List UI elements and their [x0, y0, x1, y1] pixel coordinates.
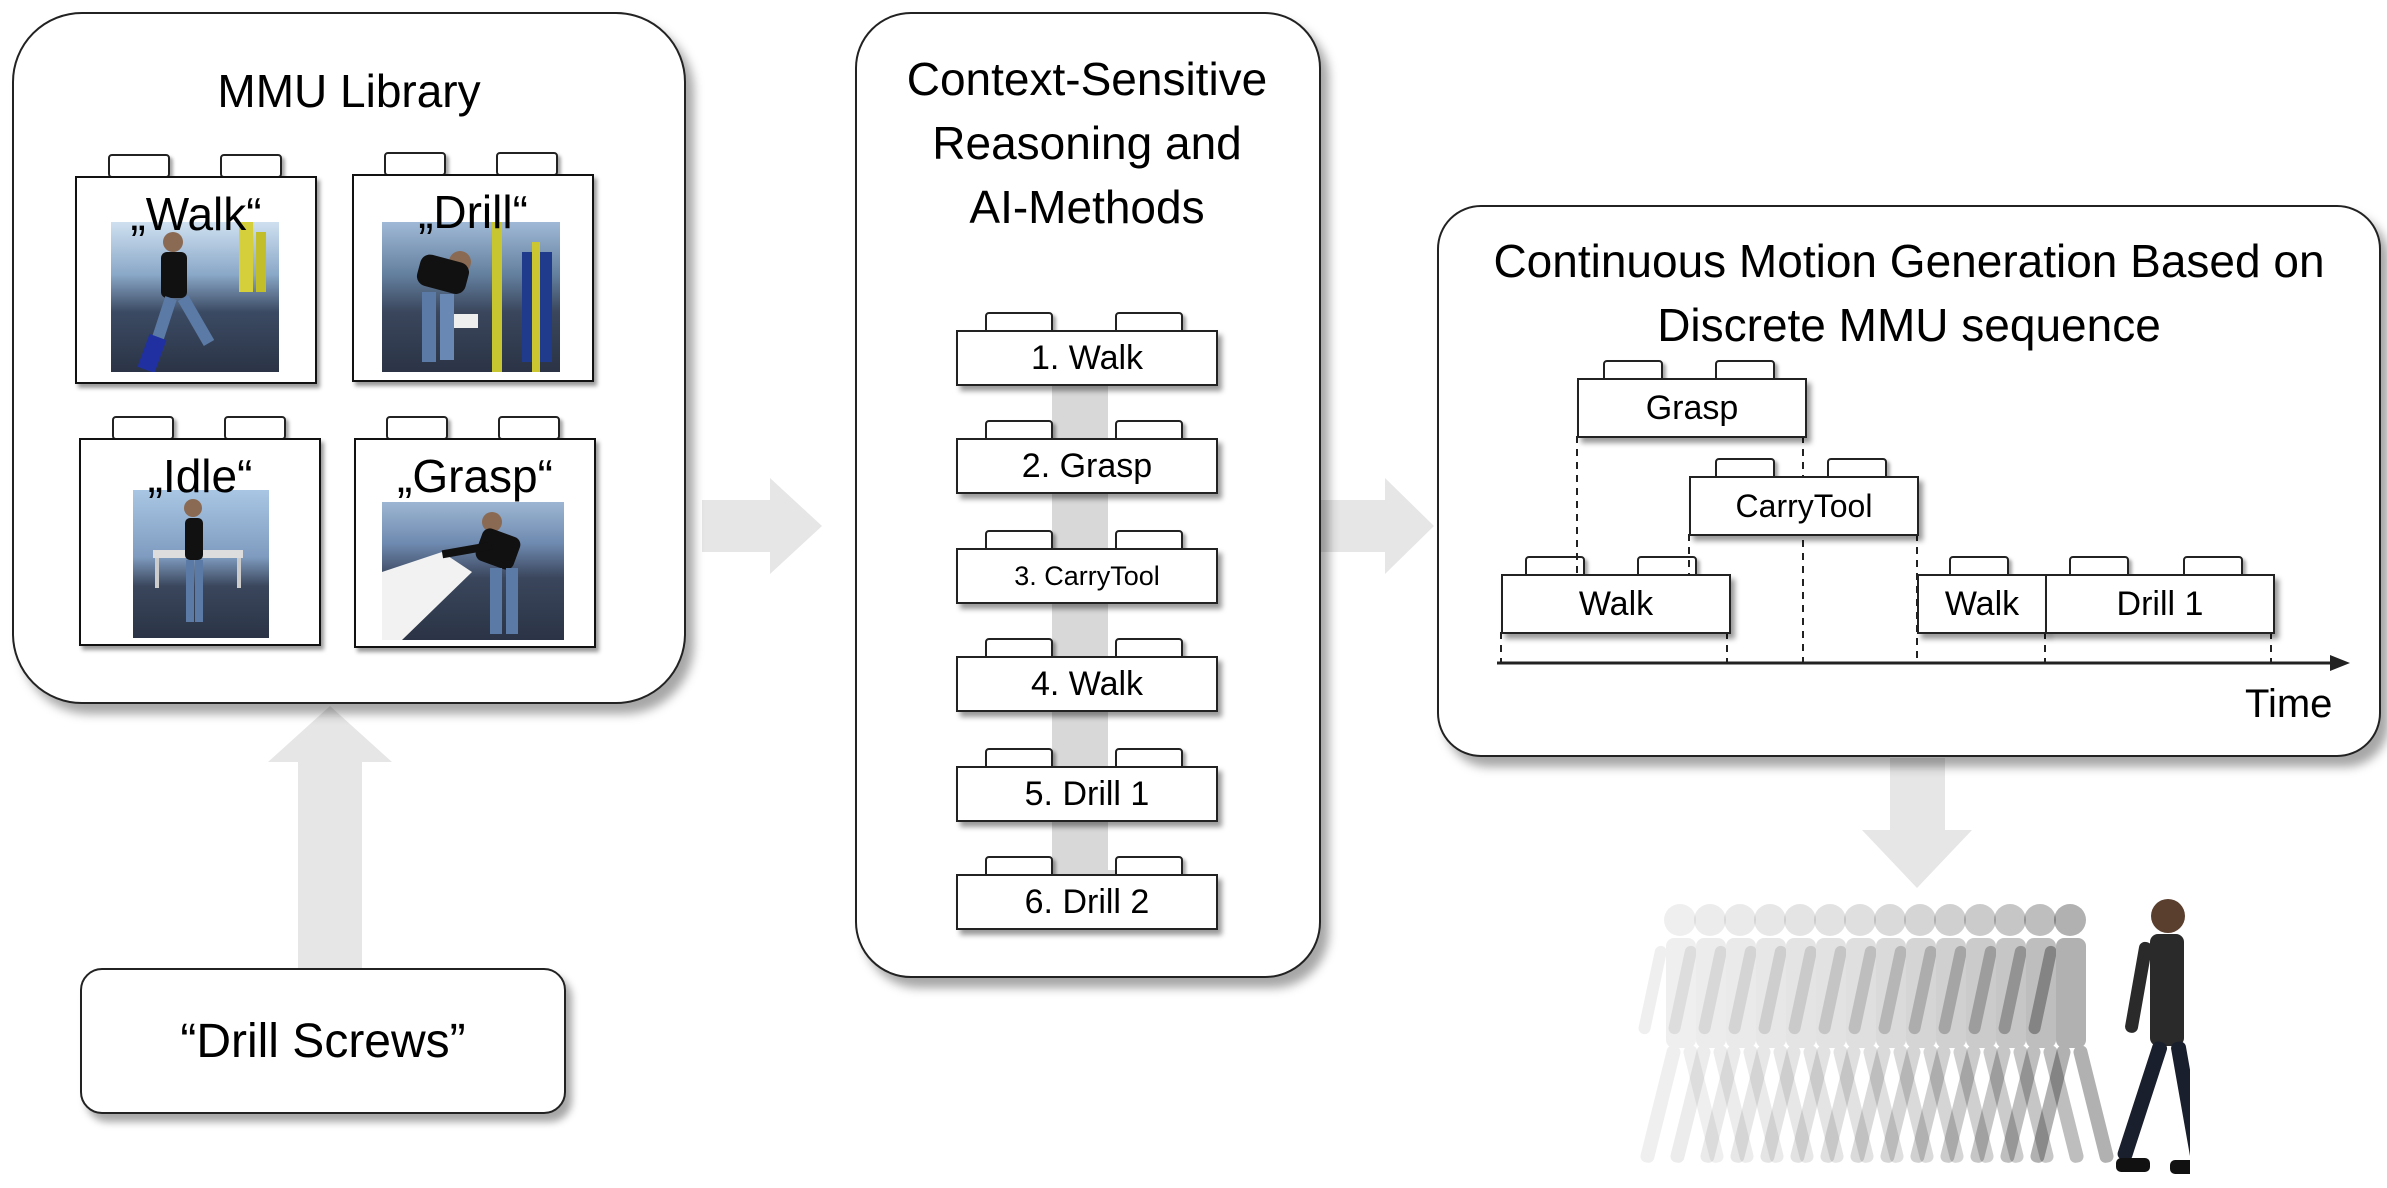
arrow-library-to-reasoning	[702, 478, 822, 574]
walker-figure-icon	[2116, 899, 2190, 1174]
grasp-thumbnail	[382, 502, 564, 640]
arrow-input-to-library	[268, 706, 392, 968]
time-axis-label: Time	[2245, 682, 2333, 726]
input-task-label: “Drill Screws”	[180, 1014, 466, 1068]
walk-label: „Walk“	[130, 188, 262, 240]
step-drill-1[interactable]: 5. Drill 1	[956, 766, 1218, 822]
step-label: 5. Drill 1	[1024, 774, 1150, 813]
step-label: 3. CarryTool	[1014, 560, 1160, 591]
timeline-drill-1[interactable]: Drill 1	[2045, 574, 2275, 634]
timeline-walk-2[interactable]: Walk	[1917, 574, 2047, 634]
walk-thumbnail	[111, 222, 279, 372]
grasp-label: „Grasp“	[397, 450, 553, 502]
timeline-carrytool[interactable]: CarryTool	[1689, 476, 1919, 536]
mmu-idle-card[interactable]: „Idle“	[79, 438, 321, 646]
step-label: 4. Walk	[1030, 664, 1144, 703]
timeline-walk-1[interactable]: Walk	[1501, 574, 1731, 634]
drill-label: „Drill“	[418, 186, 528, 238]
block-label: Grasp	[1645, 388, 1739, 427]
lego-knob	[112, 416, 174, 440]
drill-figure-icon	[416, 222, 552, 372]
lego-knob	[108, 154, 170, 178]
lego-knob	[220, 154, 282, 178]
step-label: 1. Walk	[1030, 338, 1144, 377]
walk-figure-icon	[137, 222, 266, 372]
mmu-library-title: MMU Library	[217, 65, 481, 117]
arrow-reasoning-to-generation	[1320, 478, 1434, 574]
reasoning-title-line1: Context-Sensitive	[906, 53, 1268, 105]
timeline-grasp[interactable]: Grasp	[1577, 378, 1807, 438]
lego-knob	[384, 152, 446, 176]
idle-figure-icon	[153, 499, 243, 622]
drill-thumbnail	[382, 222, 560, 372]
step-label: 6. Drill 2	[1024, 882, 1150, 921]
step-label: 2. Grasp	[1021, 446, 1153, 485]
block-label: Walk	[1578, 584, 1654, 623]
step-drill-2[interactable]: 6. Drill 2	[956, 874, 1218, 930]
step-walk-2[interactable]: 4. Walk	[956, 656, 1218, 712]
block-label: Walk	[1944, 584, 2020, 623]
reasoning-title-line3: AI-Methods	[969, 181, 1205, 233]
block-label: Drill 1	[2116, 584, 2204, 623]
mmu-walk-card[interactable]: „Walk“	[75, 176, 317, 384]
step-carrytool[interactable]: 3. CarryTool	[956, 548, 1218, 604]
mmu-grasp-card[interactable]: „Grasp“	[354, 438, 596, 648]
mmu-drill-card[interactable]: „Drill“	[352, 174, 594, 382]
grasp-figure-icon	[382, 512, 521, 640]
generation-title-line2: Discrete MMU sequence	[1657, 299, 2161, 351]
lego-knob	[498, 416, 560, 440]
block-label: CarryTool	[1735, 487, 1873, 524]
idle-thumbnail	[133, 490, 269, 638]
step-walk-1[interactable]: 1. Walk	[956, 330, 1218, 386]
step-grasp[interactable]: 2. Grasp	[956, 438, 1218, 494]
input-task-box[interactable]: “Drill Screws”	[80, 968, 566, 1114]
lego-knob	[496, 152, 558, 176]
motion-sequence-image	[1637, 899, 2190, 1174]
lego-knob	[386, 416, 448, 440]
idle-label: „Idle“	[147, 450, 253, 502]
reasoning-title-line2: Reasoning and	[932, 117, 1242, 169]
generation-title-line1: Continuous Motion Generation Based on	[1493, 235, 2325, 287]
arrow-generation-to-animation	[1862, 758, 1972, 888]
lego-knob	[224, 416, 286, 440]
